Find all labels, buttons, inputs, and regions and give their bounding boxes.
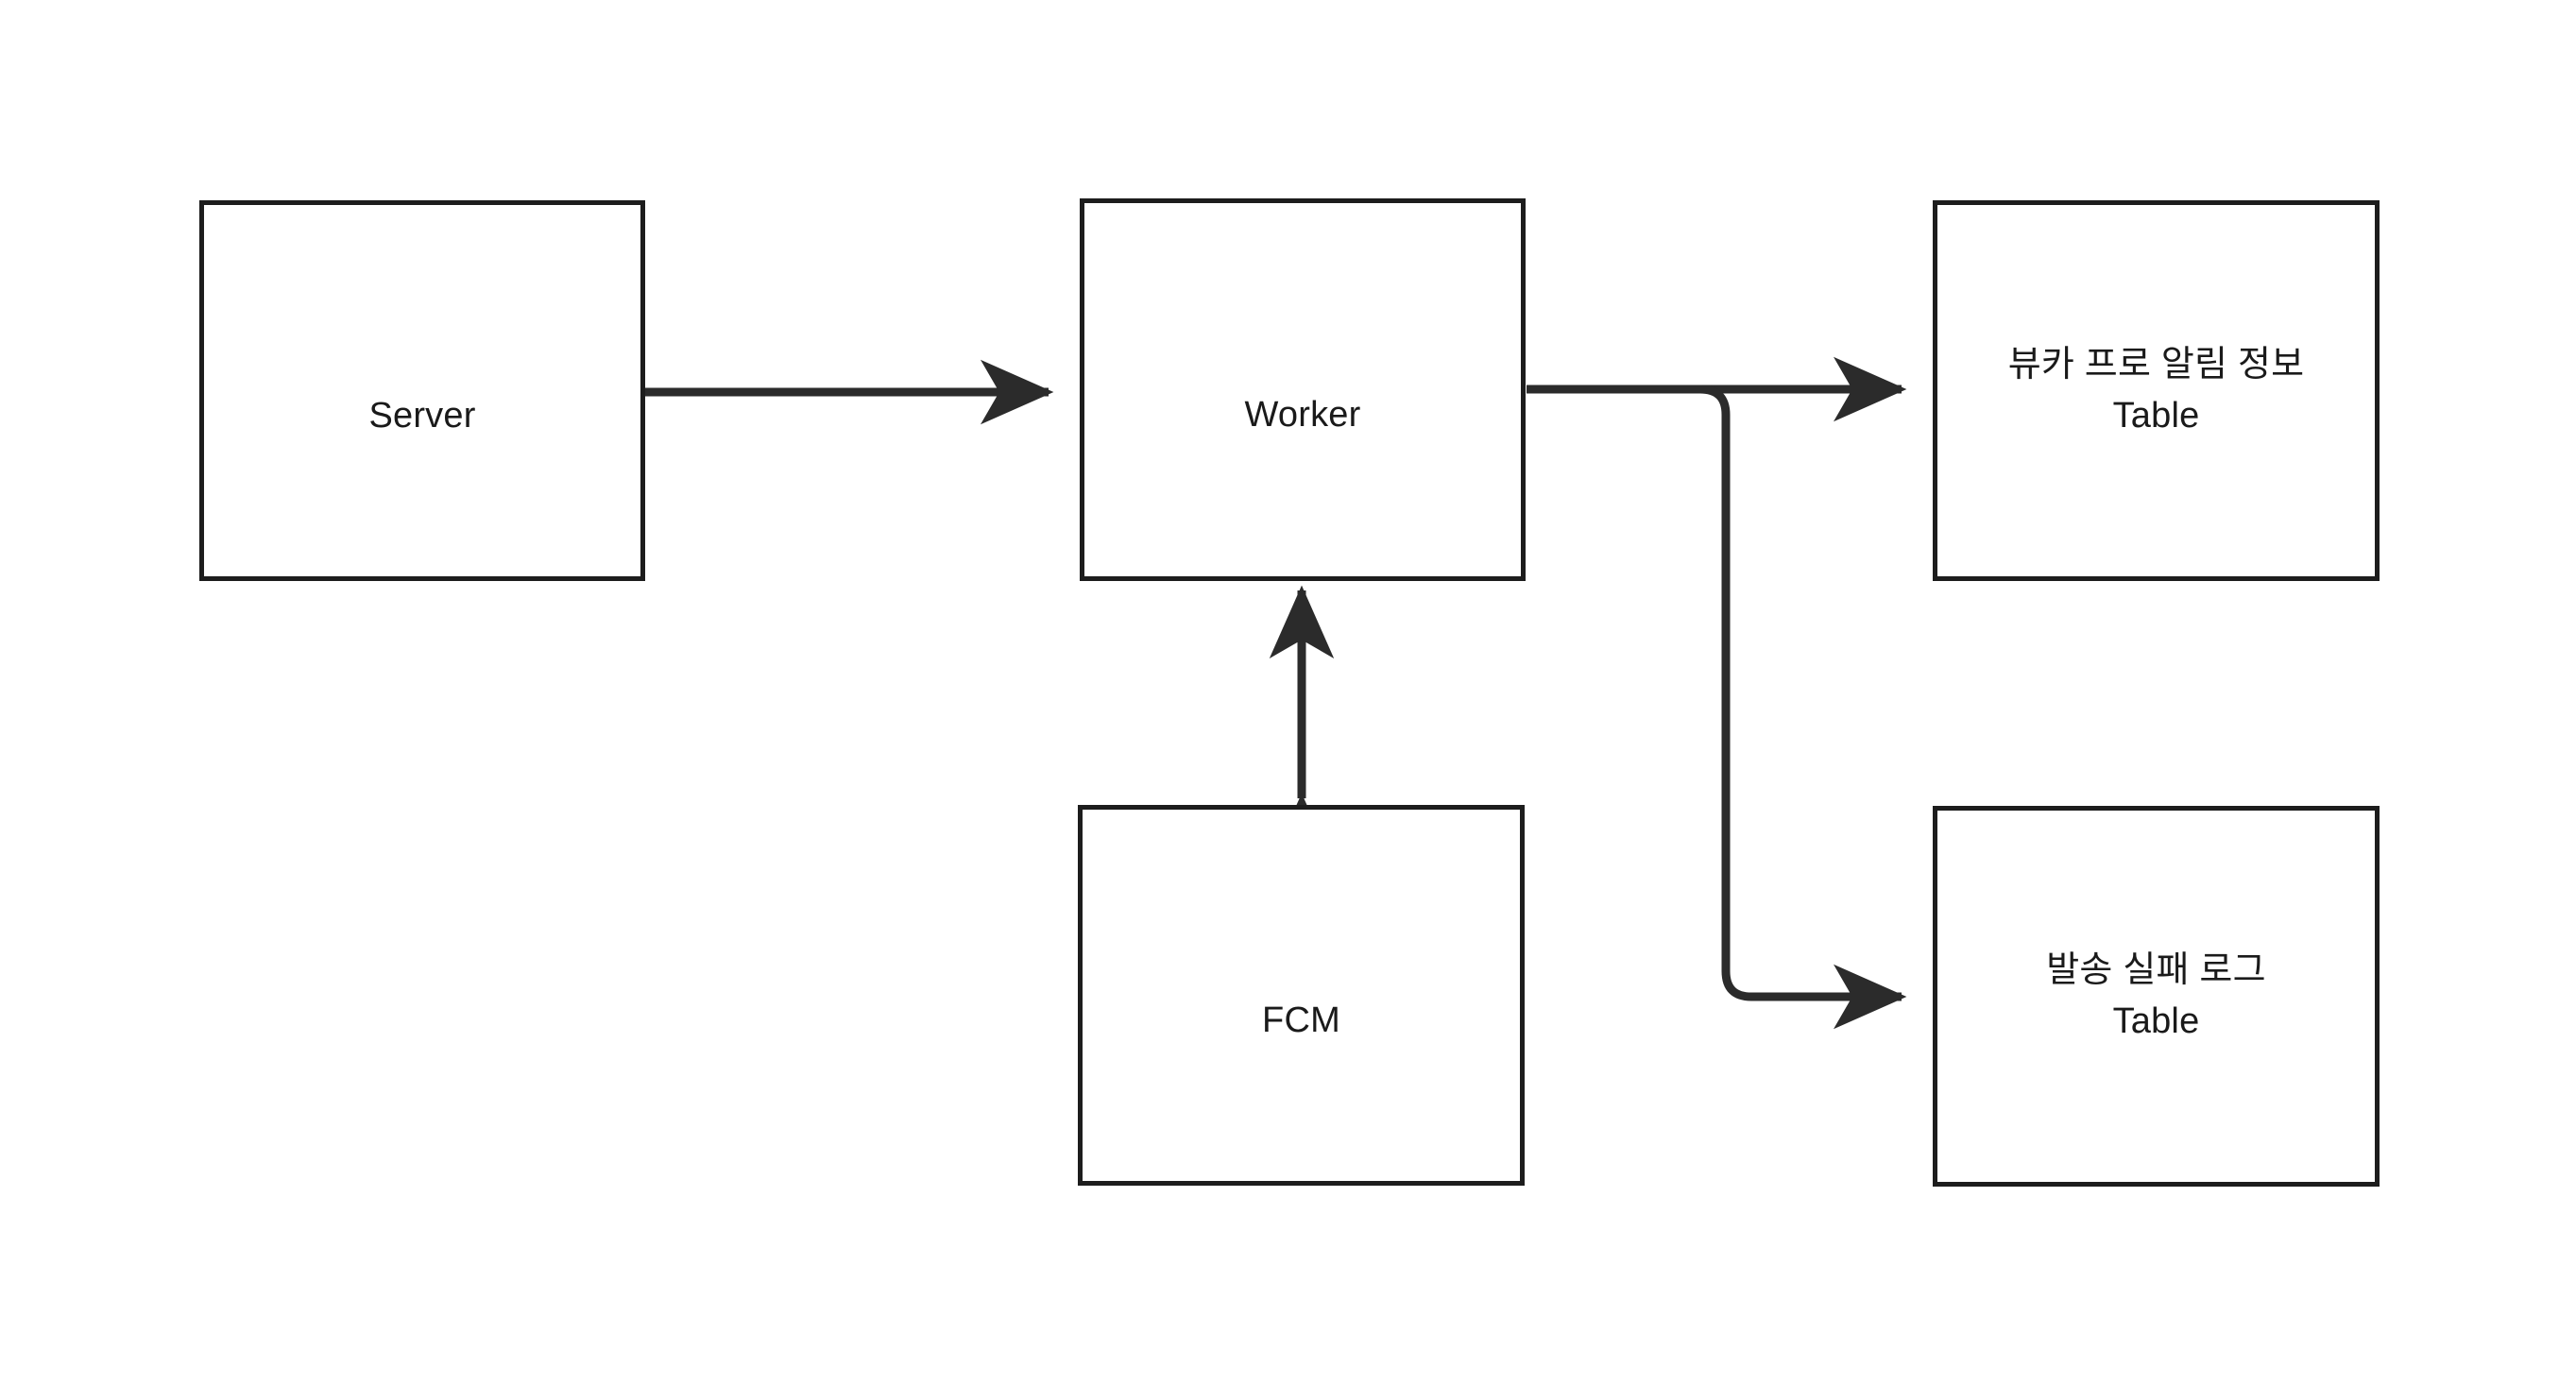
node-notification-info-table-label-line2: Table: [2112, 395, 2200, 436]
node-notification-info-table[interactable]: 뷰카 프로 알림 정보 Table: [1933, 200, 2380, 581]
node-server-label-line1: Server: [368, 395, 476, 436]
node-send-failure-log-table-label: 발송 실패 로그 Table: [2046, 895, 2265, 1099]
node-notification-info-table-label: 뷰카 프로 알림 정보 Table: [2008, 289, 2305, 493]
edge-worker-to-send-failure-log-table: [1527, 385, 1907, 1030]
node-notification-info-table-label-line1: 뷰카 프로 알림 정보: [2007, 344, 2305, 385]
node-send-failure-log-table-label-line2: Table: [2112, 1000, 2200, 1041]
node-server[interactable]: Server: [199, 200, 645, 581]
node-worker[interactable]: Worker: [1080, 198, 1526, 581]
node-worker-label-line1: Worker: [1244, 394, 1361, 435]
node-fcm-label-line1: FCM: [1262, 1000, 1340, 1040]
node-fcm[interactable]: FCM: [1078, 805, 1525, 1186]
node-server-label: Server: [368, 340, 475, 442]
node-fcm-label: FCM: [1262, 945, 1340, 1047]
node-send-failure-log-table-label-line1: 발송 실패 로그: [2046, 949, 2266, 990]
node-worker-label: Worker: [1245, 339, 1361, 441]
node-send-failure-log-table[interactable]: 발송 실패 로그 Table: [1933, 806, 2380, 1187]
